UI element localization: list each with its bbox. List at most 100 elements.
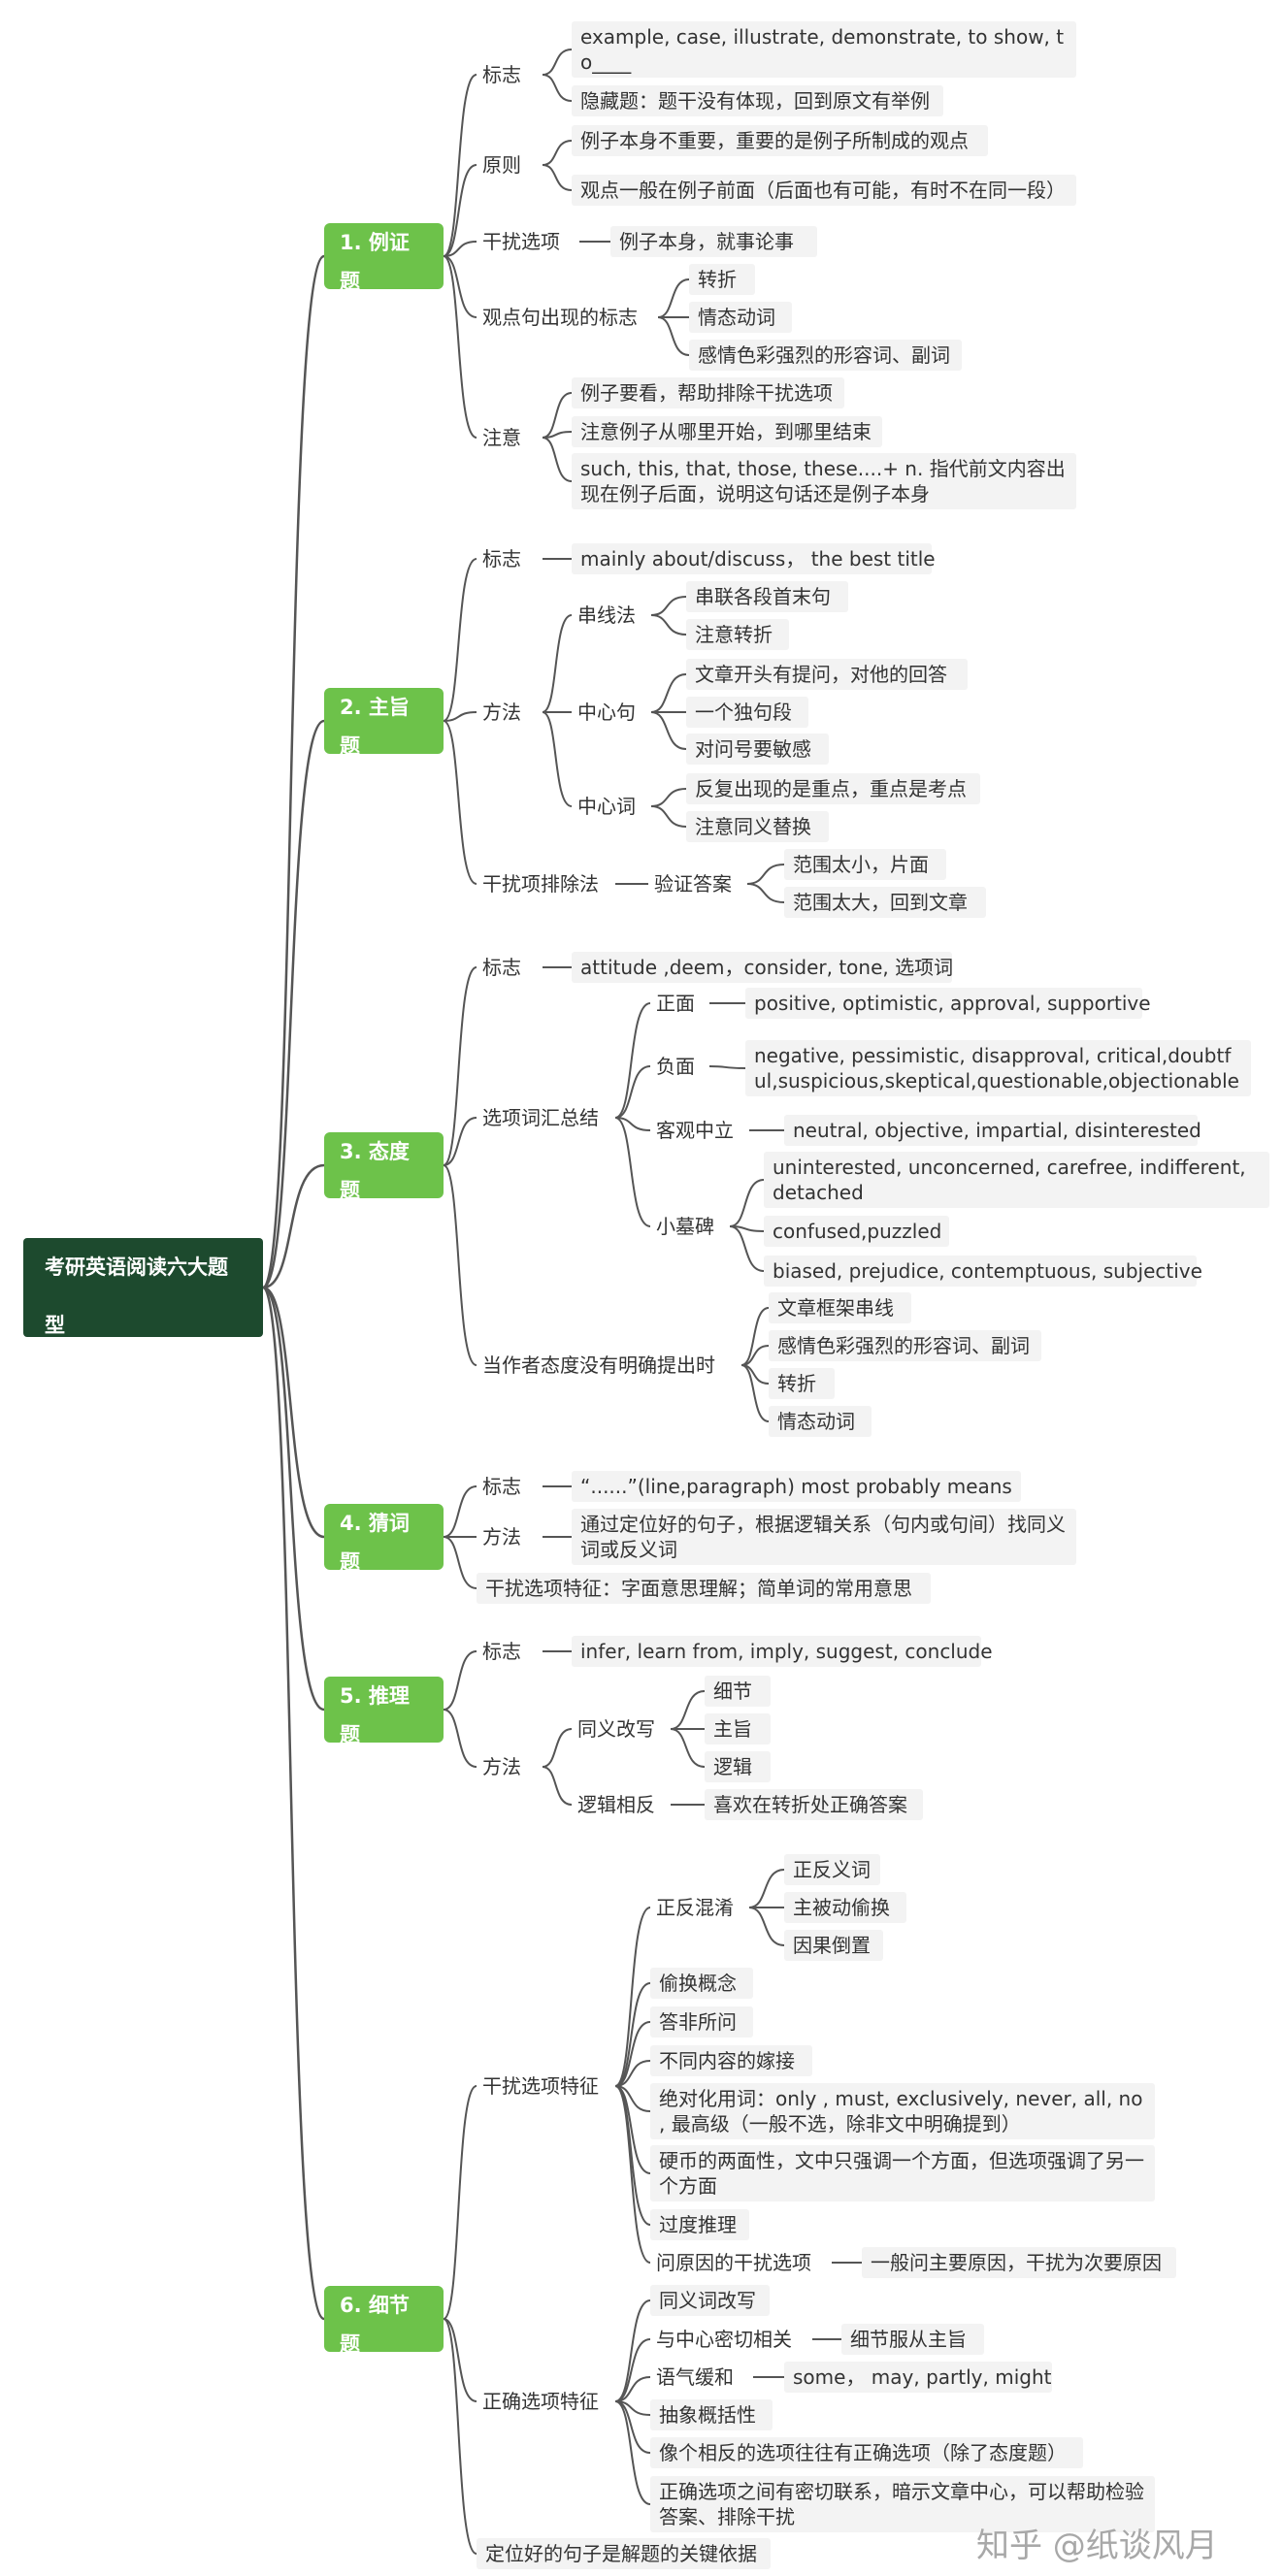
connector-line [650,788,687,807]
leaf: 答非所问 [650,2006,753,2038]
connector-line [443,1536,477,1589]
sub-branch-label: 正面 [656,992,695,1015]
leaf: “......”(line,paragraph) most probably m… [572,1471,1021,1502]
branch-label: 方法 [482,701,521,724]
leaf: negative, pessimistic, disapproval, crit… [745,1040,1251,1096]
leaf: mainly about/discuss， the best title [572,543,936,574]
watermark: 知乎 @纸谈风月 [976,2527,1218,2565]
connector-line [746,883,785,903]
main-connector-line [262,1163,325,1289]
connector-line [542,164,573,191]
leaf: 反复出现的是重点，重点是考点 [686,773,980,804]
branch-label: 正确选项特征 [482,2390,599,2413]
connector-line [542,392,573,439]
leaf: some， may, partly, might [784,2362,1052,2393]
leaf: 隐藏题：题干没有体现，回到原文有举例 [572,85,943,116]
leaf: uninterested, unconcerned, carefree, ind… [764,1152,1269,1208]
connector-line [542,614,573,713]
sub-branch-label: 中心句 [577,701,636,724]
leaf: 不同内容的嫁接 [650,2045,812,2076]
sub-branch-label: 问原因的干扰选项 [656,2251,811,2274]
connector-line [614,2299,651,2402]
branch-label: 注意 [482,426,521,449]
leaf: 转折 [689,264,755,295]
connector-line [740,1364,770,1422]
connector-line [443,164,477,257]
connector-line [443,2318,477,2555]
connector-line [443,966,477,1166]
connector-line [443,711,477,722]
topic-2: 2. 主旨题 [324,688,444,758]
branch-label: 选项词汇总结 [482,1106,599,1129]
connector-line [650,614,687,636]
connector-line [443,1164,477,1366]
branch-label: 标志 [482,956,521,979]
leaf: 硬币的两面性，文中只强调一个方面，但选项强调了另一个方面 [650,2145,1155,2201]
branch-label: 标志 [482,1475,521,1498]
leaf: 过度推理 [650,2209,749,2240]
sub-branch-label: 负面 [656,1055,695,1078]
sub-branch-label: 串线法 [577,603,636,627]
connector-line [708,1065,746,1069]
topic-1: 1. 例证题 [324,223,444,293]
main-connector-line [262,1286,325,1712]
sub-branch-label: 逻辑相反 [577,1793,655,1816]
leaf: neutral, objective, impartial, disintere… [784,1115,1201,1146]
leaf: 注意例子从哪里开始，到哪里结束 [572,416,882,447]
topic-3: 3. 态度题 [324,1132,444,1202]
leaf: 例子要看，帮助排除干扰选项 [572,377,844,408]
connector-line [729,1225,765,1272]
connector-line [443,1117,477,1166]
leaf: 因果倒置 [784,1930,883,1961]
connector-line [542,437,573,482]
leaf: such, this, that, those, these....+ n. 指… [572,453,1076,509]
branch-label: 干扰项排除法 [482,872,599,896]
connector-line [746,864,785,885]
main-connector-line [262,719,325,1289]
leaf: 注意转折 [686,619,789,650]
leaf: 同义词改写 [650,2285,770,2316]
sub-branch-label: 验证答案 [654,872,732,896]
connector-line [542,49,573,76]
sub-branch-label: 小墓碑 [656,1215,714,1238]
connector-line [670,1690,706,1730]
main-connector-line [261,1286,326,2321]
branch-label: 标志 [482,63,521,86]
connector-line [650,711,687,750]
connector-line [614,2021,651,2087]
sub-branch-label: 语气缓和 [656,2365,734,2389]
sub-branch-label: 中心词 [577,795,636,818]
leaf: attitude ,deem，consider, tone, 选项词 [572,952,953,983]
branch-label: 方法 [482,1525,521,1549]
connector-line [542,1728,573,1768]
connector-line [748,1869,785,1908]
topic-5: 5. 推理题 [324,1677,444,1746]
topic-6: 6. 细节题 [324,2286,444,2356]
connector-line [542,74,573,102]
connector-line [614,1065,651,1119]
leaf: 感情色彩强烈的形容词、副词 [689,340,962,371]
connector-line [657,278,690,318]
branch-label: 观点句出现的标志 [482,306,638,329]
leaf: 偷换概念 [650,1968,753,1999]
connector-line [670,1728,706,1768]
connector-line [443,241,477,257]
connector-line [443,720,477,885]
leaf: 绝对化用词：only , must, exclusively, never, a… [650,2083,1155,2139]
leaf: confused,puzzled [764,1216,949,1247]
connector-line [740,1307,770,1366]
leaf: 一个独句段 [686,697,808,728]
connector-line [650,673,687,713]
connector-line [614,2400,651,2454]
branch-label: 标志 [482,547,521,571]
connector-line [614,2085,651,2264]
leaf: example, case, illustrate, demonstrate, … [572,21,1076,78]
connector-line [650,805,687,828]
main-connector-line [262,1286,325,1539]
leaf: 感情色彩强烈的形容词、副词 [769,1330,1041,1361]
leaf: 注意同义替换 [686,811,829,842]
connector-line [542,431,573,439]
connector-line [650,596,687,616]
connector-line [729,1179,765,1227]
connector-line [443,2318,477,2402]
